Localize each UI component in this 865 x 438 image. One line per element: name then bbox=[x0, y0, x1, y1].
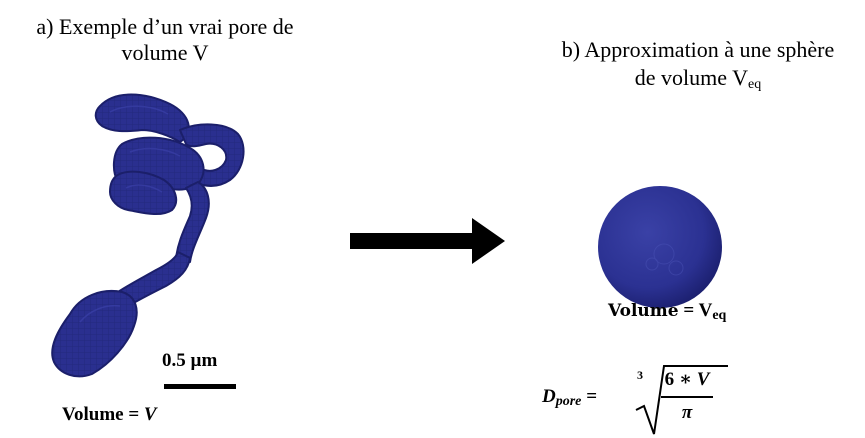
sphere-volume-sub: eq bbox=[712, 308, 727, 323]
panel-b-title: b) Approximation à une sphère de volume … bbox=[518, 36, 865, 92]
formula-numerator-var: V bbox=[696, 369, 710, 390]
equivalent-sphere bbox=[598, 186, 722, 308]
scale-bar-label: 0.5 µm bbox=[162, 350, 218, 371]
sphere-volume-eq: = V bbox=[678, 300, 713, 321]
pore-3d-rendering bbox=[51, 93, 245, 378]
sphere-volume-word: Volume bbox=[608, 301, 679, 321]
panel-a-title: a) Exemple d’un vrai pore de volume V bbox=[0, 14, 330, 66]
formula-numerator-text: 6 ∗ bbox=[664, 369, 697, 390]
formula-lhs-sub: pore bbox=[555, 394, 582, 409]
fraction-line bbox=[661, 396, 713, 398]
real-pore-volume-var: V bbox=[143, 404, 157, 425]
panel-b-title-sub: eq bbox=[748, 77, 762, 92]
root-index: 3 bbox=[637, 368, 643, 382]
panel-a-title-line2: volume V bbox=[121, 40, 209, 65]
formula-numerator: 6 ∗ V bbox=[659, 368, 715, 391]
panel-b-title-line1: b) Approximation à une sphère bbox=[561, 37, 835, 62]
panel-b-title-line2-text: de volume V bbox=[634, 65, 749, 90]
formula-lhs: Dpore = bbox=[542, 386, 597, 409]
sphere-volume-label: Volume = Veq bbox=[608, 300, 727, 323]
real-pore-volume-label: Volume = V bbox=[62, 404, 157, 426]
pore-diameter-formula: Dpore = 3 6 ∗ V π bbox=[542, 362, 762, 438]
formula-denominator: π bbox=[681, 402, 693, 423]
right-arrow-icon bbox=[350, 218, 505, 264]
panel-b-title-line2: de volume Veq bbox=[518, 64, 865, 92]
cube-root-sign bbox=[635, 365, 728, 435]
panel-a-title-line1: a) Exemple d’un vrai pore de bbox=[36, 14, 294, 39]
real-pore-volume-text: Volume = bbox=[62, 404, 144, 425]
formula-equals: = bbox=[581, 386, 597, 407]
scale-bar bbox=[164, 384, 236, 389]
formula-lhs-symbol: D bbox=[542, 386, 556, 407]
